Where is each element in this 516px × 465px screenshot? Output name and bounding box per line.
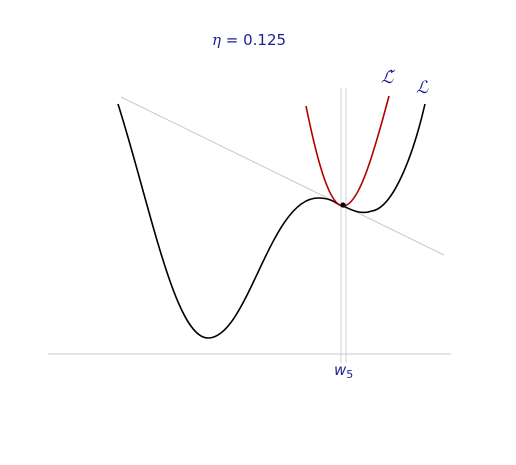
surrogate-label: ℒ̃ xyxy=(381,68,395,88)
loss-label: ℒ xyxy=(416,78,429,98)
point-label-subscript: 5 xyxy=(346,368,353,381)
surrogate-curve xyxy=(305,95,390,207)
loss-curve xyxy=(117,103,426,339)
current-point-marker xyxy=(340,202,346,208)
point-label: w5 xyxy=(334,361,353,381)
title-equals: = xyxy=(221,31,243,49)
point-label-base: w xyxy=(334,361,347,379)
title-eta-symbol: η xyxy=(212,31,221,49)
title: η = 0.125 xyxy=(212,31,286,49)
title-value: 0.125 xyxy=(243,31,286,49)
tangent-line xyxy=(120,96,445,256)
